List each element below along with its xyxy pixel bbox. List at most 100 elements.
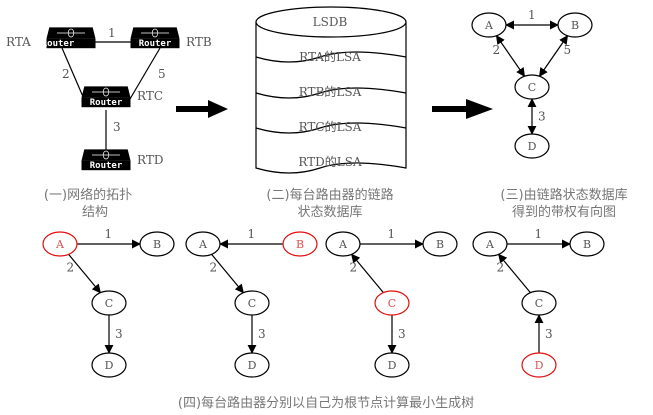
edge-weight: 1 bbox=[248, 227, 256, 241]
node-d bbox=[374, 352, 410, 378]
node-b bbox=[569, 231, 605, 257]
caption-panel2-line1: (二)每台路由器的链路 bbox=[266, 187, 393, 203]
link-cost-rta-rtb: 1 bbox=[108, 26, 116, 40]
link-rtb-rtc bbox=[129, 47, 161, 100]
node-label-b: B bbox=[296, 238, 304, 251]
router-device-label-rta: Router bbox=[42, 39, 75, 49]
node-label-c: C bbox=[528, 81, 536, 94]
node-label-c: C bbox=[388, 297, 396, 310]
spf-tree-root-a: 1 2 3 A B C D bbox=[42, 227, 175, 378]
node-label-a: A bbox=[338, 238, 348, 251]
node-c bbox=[514, 74, 550, 100]
node-label-d: D bbox=[528, 140, 537, 153]
lsdb-divider bbox=[255, 51, 407, 63]
node-label-d: D bbox=[248, 359, 257, 372]
node-c bbox=[521, 290, 557, 316]
link-cost-rtc-rtd: 3 bbox=[113, 120, 121, 134]
router-device-label-rtd: Router bbox=[90, 161, 123, 171]
edge-weight: 3 bbox=[258, 327, 266, 341]
lsdb-entry-rtb: RTB的LSA bbox=[299, 84, 362, 99]
node-b bbox=[422, 231, 458, 257]
edge-weight: 3 bbox=[115, 327, 123, 341]
caption-panel3-line1: (三)由链路状态数据库 bbox=[500, 187, 627, 203]
edge-a-c bbox=[68, 253, 101, 294]
edge-weight: 1 bbox=[528, 8, 536, 22]
node-label-a: A bbox=[484, 19, 494, 32]
node-d bbox=[234, 352, 270, 378]
lsdb-entry-rtd: RTD的LSA bbox=[298, 154, 362, 169]
node-b bbox=[139, 231, 175, 257]
edge-weight: 3 bbox=[538, 110, 546, 124]
node-d bbox=[514, 133, 550, 159]
node-label-d: D bbox=[535, 359, 544, 372]
lsdb-entry-rtc: RTC的LSA bbox=[299, 119, 362, 134]
edge-c-a bbox=[498, 253, 531, 294]
link-rta-rtc bbox=[61, 47, 85, 100]
edge-weight: 2 bbox=[350, 261, 358, 275]
lsdb-entry-rta: RTA的LSA bbox=[299, 49, 361, 64]
lsdb-cylinder-body bbox=[255, 22, 407, 174]
node-label-c: C bbox=[248, 297, 256, 310]
caption-panel2-line2: 状态数据库 bbox=[297, 204, 362, 220]
edge-weight: 2 bbox=[497, 261, 505, 275]
node-a bbox=[472, 231, 508, 257]
node-c bbox=[234, 290, 270, 316]
node-b-root bbox=[282, 231, 318, 257]
node-label-a: A bbox=[198, 238, 208, 251]
edge-weight: 2 bbox=[493, 43, 501, 57]
node-b bbox=[557, 12, 593, 38]
link-cost-rta-rtc: 2 bbox=[62, 67, 70, 81]
router-device-label-rtb: Router bbox=[139, 39, 172, 49]
edge-weight: 3 bbox=[545, 327, 553, 341]
panel-lsdb: LSDB RTA的LSA RTB的LSA RTC的LSA RTD的LSA (二)… bbox=[255, 6, 407, 220]
edge-weight: 1 bbox=[105, 227, 113, 241]
arrow-right-icon bbox=[176, 100, 228, 118]
lsdb-divider bbox=[255, 122, 407, 134]
node-d-root bbox=[521, 352, 557, 378]
link-cost-rtb-rtc: 5 bbox=[158, 67, 166, 81]
node-c-root bbox=[374, 290, 410, 316]
edge-weight: 2 bbox=[67, 261, 75, 275]
node-a bbox=[325, 231, 361, 257]
caption-panel4: (四)每台路由器分别以自己为根节点计算最小生成树 bbox=[178, 395, 474, 411]
router-name-rtd: RTD bbox=[137, 153, 163, 167]
edge-weight: 5 bbox=[564, 43, 572, 57]
node-label-c: C bbox=[535, 297, 543, 310]
node-d bbox=[91, 352, 127, 378]
lsdb-title: LSDB bbox=[313, 15, 348, 29]
node-label-d: D bbox=[388, 359, 397, 372]
router-name-rta: RTA bbox=[6, 35, 31, 49]
edge-weight: 1 bbox=[535, 227, 543, 241]
edge-b-c bbox=[538, 35, 569, 77]
edge-weight: 3 bbox=[398, 327, 406, 341]
node-label-a: A bbox=[485, 238, 495, 251]
node-label-c: C bbox=[105, 297, 113, 310]
arrow-right-icon bbox=[432, 99, 493, 119]
caption-panel1-line2: 结构 bbox=[82, 205, 108, 220]
edge-weight: 1 bbox=[388, 227, 396, 241]
node-label-d: D bbox=[105, 359, 114, 372]
spf-tree-root-d: 1 2 3 A B C D bbox=[472, 227, 605, 378]
node-c bbox=[91, 290, 127, 316]
router-name-rtc: RTC bbox=[137, 89, 163, 103]
caption-panel3-line2: 得到的带权有向图 bbox=[512, 204, 616, 220]
node-label-a: A bbox=[55, 238, 65, 251]
node-label-b: B bbox=[153, 238, 161, 251]
node-a-root bbox=[42, 231, 78, 257]
lsdb-divider bbox=[255, 87, 407, 99]
caption-panel1-line1: (一)网络的拓扑 bbox=[44, 187, 132, 203]
node-label-b: B bbox=[571, 19, 579, 32]
node-label-b: B bbox=[436, 238, 444, 251]
router-device-label-rtc: Router bbox=[90, 98, 123, 108]
edge-c-a bbox=[351, 253, 384, 294]
panel-network-topology: 1 2 5 3 Router RTA Router RTB Router RTC… bbox=[6, 26, 212, 220]
node-a bbox=[185, 231, 221, 257]
node-label-b: B bbox=[583, 238, 591, 251]
edge-a-c bbox=[211, 253, 244, 294]
node-a bbox=[471, 12, 507, 38]
edge-a-c bbox=[495, 35, 526, 77]
panel-weighted-graph: 1 2 5 3 A B C D bbox=[471, 8, 593, 159]
